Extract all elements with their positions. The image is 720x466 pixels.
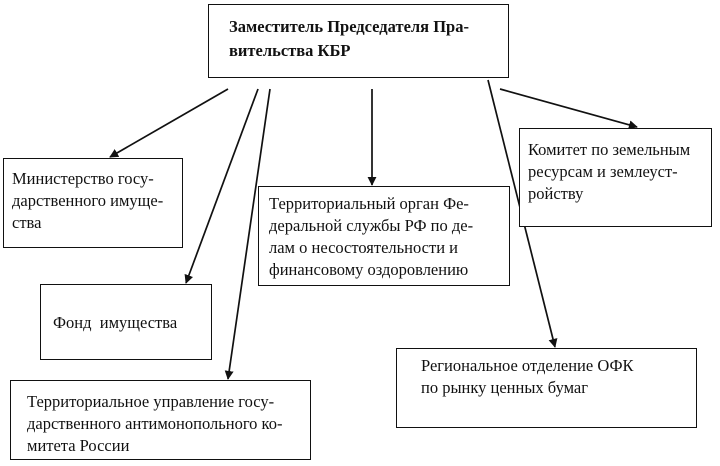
box-text-line: Территориальное управление госу-: [27, 392, 275, 411]
property-fund-box: Фонд имущества: [40, 284, 212, 360]
box-text-line: Региональное отделение ОФК: [421, 356, 634, 375]
box-text-line: Министерство госу-: [12, 169, 154, 188]
box-text-line: Заместитель Председателя Пра-: [229, 17, 469, 36]
box-text-line: ства: [12, 213, 42, 232]
deputy-chairman-box: Заместитель Председателя Пра- вительства…: [208, 4, 509, 78]
box-text-line: митета России: [27, 436, 130, 455]
ministry-of-state-property-box: Министерство госу- дарственного имуще- с…: [3, 158, 183, 248]
antimonopoly-committee-box: Территориальное управление госу- дарстве…: [10, 380, 311, 460]
box-text-line: по рынку ценных бумаг: [421, 378, 589, 397]
box-text-line: деральной службы РФ по де-: [269, 216, 474, 235]
arrow-to-land: [499, 88, 638, 130]
box-text-line: Территориальный орган Фе-: [269, 194, 469, 213]
bankruptcy-service-box: Территориальный орган Фе- деральной служ…: [258, 186, 510, 286]
box-text-line: ресурсам и землеуст-: [528, 162, 678, 181]
land-resources-committee-box: Комитет по земельным ресурсам и землеуст…: [519, 128, 712, 227]
arrow-to-ministry: [109, 88, 229, 158]
box-text-line: дарственного антимонопольного ко-: [27, 414, 283, 433]
arrow-to-antimonopoly: [224, 88, 271, 380]
box-text-line: финансовому оздоровлению: [269, 260, 469, 279]
box-text-line: лам о несостоятельности и: [269, 238, 458, 257]
box-text-line: Фонд имущества: [53, 312, 178, 332]
securities-market-office-box: Региональное отделение ОФК по рынку ценн…: [396, 348, 697, 428]
box-text-line: Комитет по земельным: [528, 140, 691, 159]
box-text-line: ройству: [528, 184, 584, 203]
box-text-line: дарственного имуще-: [12, 191, 164, 210]
box-text-line: вительства КБР: [229, 41, 351, 60]
arrow-to-fund: [184, 88, 259, 284]
